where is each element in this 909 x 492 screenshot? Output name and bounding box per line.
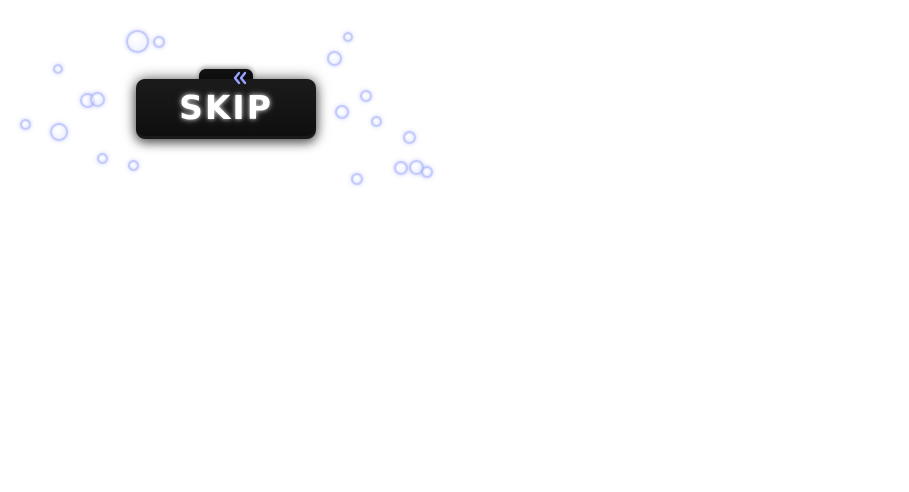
particle-bubble xyxy=(97,153,108,164)
particle-bubble xyxy=(351,173,363,185)
particle-bubble xyxy=(421,166,433,178)
particle-bubble xyxy=(20,119,31,130)
particle-bubble xyxy=(394,161,408,175)
particle-bubble xyxy=(90,92,105,107)
particle-bubble xyxy=(53,64,63,74)
particle-bubble xyxy=(126,30,149,53)
particle-bubble xyxy=(327,51,342,66)
particle-bubble xyxy=(50,123,68,141)
particle-bubble xyxy=(343,32,353,42)
particle-bubble xyxy=(403,131,416,144)
skip-button[interactable] xyxy=(136,79,316,139)
particle-bubble xyxy=(360,90,372,102)
particle-bubble xyxy=(128,160,139,171)
particle-bubble xyxy=(153,36,165,48)
double-chevron-left-icon xyxy=(232,70,248,86)
particle-bubble xyxy=(335,105,349,119)
particle-bubble xyxy=(371,116,382,127)
